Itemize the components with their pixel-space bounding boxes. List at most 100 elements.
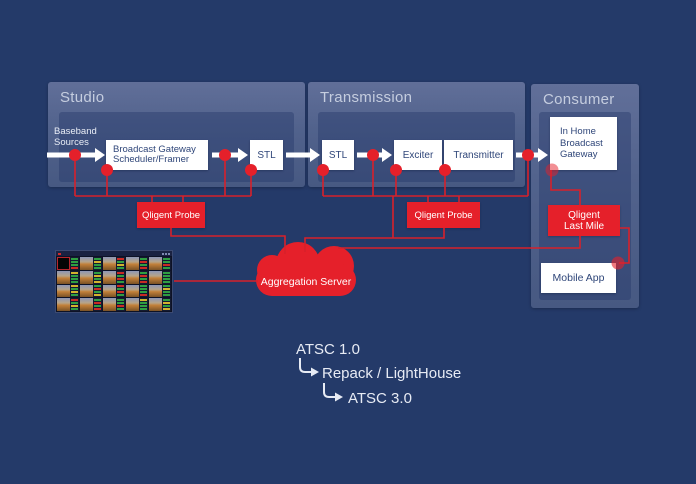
status-bar	[139, 291, 148, 294]
status-bar	[93, 257, 102, 260]
video-thumbnail	[126, 284, 139, 298]
status-bar	[162, 305, 171, 308]
status-bar	[70, 288, 79, 291]
elbow-arrow-2	[323, 383, 335, 398]
window-buttons-icon	[162, 252, 170, 255]
panel-studio-title: Studio	[60, 89, 105, 106]
monitor-cell	[103, 298, 125, 311]
app-icon	[58, 252, 61, 255]
flow-note-repack: Repack / LightHouse	[322, 365, 462, 382]
status-bar	[70, 308, 79, 310]
status-bar	[162, 263, 171, 266]
status-bar	[116, 305, 125, 308]
monitor-cell	[126, 270, 148, 284]
monitor-cell	[149, 257, 171, 270]
status-bar	[116, 260, 125, 263]
status-bar	[139, 277, 148, 280]
status-bar	[162, 266, 171, 269]
status-bar	[93, 294, 102, 297]
status-bar	[162, 260, 171, 263]
status-bar	[116, 299, 125, 302]
video-thumbnail	[126, 270, 139, 284]
status-bar	[116, 308, 125, 310]
status-bars	[93, 298, 102, 311]
status-bar	[93, 260, 102, 263]
monitor-cell	[149, 284, 171, 298]
status-bars	[116, 271, 125, 284]
status-bar	[162, 288, 171, 291]
status-bars	[70, 285, 79, 298]
status-bar	[162, 291, 171, 294]
status-bar	[162, 294, 171, 297]
status-bar	[71, 263, 79, 266]
arrowhead-icon	[335, 392, 343, 402]
status-bar	[162, 271, 171, 274]
wire-probe1-to-cloud	[170, 228, 286, 254]
status-bar	[162, 285, 171, 288]
monitor-cell	[57, 257, 79, 270]
video-thumbnail	[57, 298, 70, 311]
monitor-cell	[103, 257, 125, 270]
status-bar	[70, 294, 79, 297]
status-bar	[93, 308, 102, 310]
monitor-cell	[80, 284, 102, 298]
video-thumbnail	[57, 284, 70, 298]
monitor-cell	[57, 298, 79, 311]
arrowhead-icon	[311, 367, 319, 377]
status-bar	[139, 299, 148, 302]
status-bar	[93, 299, 102, 302]
status-bar	[162, 280, 171, 283]
status-bar	[116, 285, 125, 288]
status-bars	[139, 298, 148, 311]
status-bar	[116, 280, 125, 283]
status-bar	[116, 266, 125, 269]
monitor-cell	[126, 257, 148, 270]
status-bars	[116, 285, 125, 298]
status-bar	[162, 274, 171, 277]
status-bar	[139, 294, 148, 297]
status-bar	[70, 302, 79, 305]
status-bar	[70, 274, 79, 277]
status-bar	[116, 294, 125, 297]
status-bar	[93, 280, 102, 283]
status-bar	[93, 305, 102, 308]
panel-consumer-title: Consumer	[543, 91, 615, 108]
monitor-cell	[126, 298, 148, 311]
status-bar	[116, 271, 125, 274]
video-thumbnail	[149, 270, 162, 284]
monitor-wall-screenshot	[55, 250, 173, 313]
status-bar	[116, 302, 125, 305]
monitor-wall-grid	[56, 256, 172, 312]
status-bar	[139, 263, 148, 266]
status-bars	[70, 298, 79, 311]
offline-thumbnail	[57, 257, 71, 270]
status-bars	[162, 271, 171, 284]
flow-note-atsc3: ATSC 3.0	[348, 390, 412, 407]
status-bar	[70, 280, 79, 283]
node-qligent-last-mile: Qligent Last Mile	[548, 205, 620, 236]
video-thumbnail	[126, 298, 139, 311]
status-bar	[162, 302, 171, 305]
status-bar	[70, 271, 79, 274]
video-thumbnail	[103, 257, 116, 270]
status-bar	[93, 302, 102, 305]
video-thumbnail	[149, 284, 162, 298]
status-bars	[139, 257, 148, 270]
status-bar	[139, 260, 148, 263]
video-thumbnail	[80, 298, 93, 311]
video-thumbnail	[57, 270, 70, 284]
node-exciter: Exciter	[394, 140, 442, 170]
status-bar	[93, 288, 102, 291]
video-thumbnail	[149, 257, 162, 270]
status-bar	[139, 285, 148, 288]
status-bars	[162, 298, 171, 311]
status-bar	[139, 302, 148, 305]
monitor-wall-titlebar	[56, 251, 172, 256]
node-broadcast-gateway: Broadcast Gateway Scheduler/Framer	[106, 140, 208, 170]
status-bar	[139, 271, 148, 274]
status-bar	[139, 274, 148, 277]
status-bars	[162, 285, 171, 298]
monitor-cell	[57, 284, 79, 298]
status-bar	[93, 285, 102, 288]
